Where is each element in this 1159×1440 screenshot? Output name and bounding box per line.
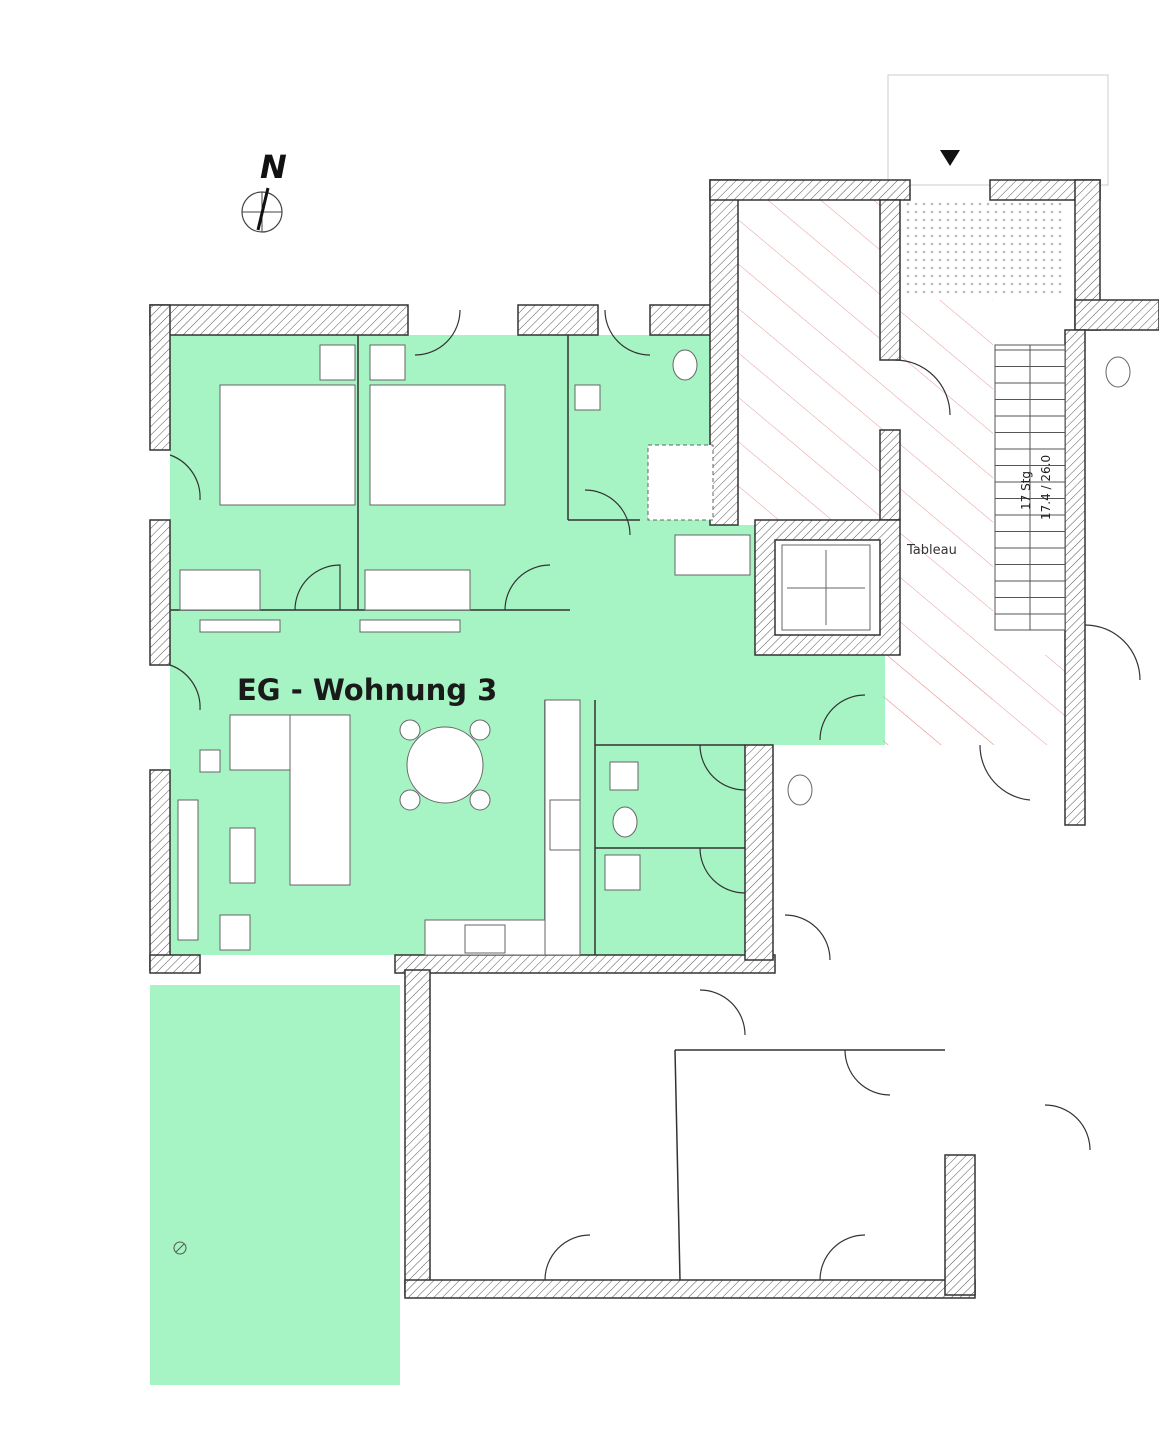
stair-steps-label: 17 Stg [1019,471,1033,510]
garden-area [150,985,400,1385]
toilet [672,349,698,381]
elevator [781,544,871,631]
stair-dims-label: 17.4 / 26.0 [1039,455,1053,520]
furniture [177,344,1131,956]
unit-label: EG - Wohnung 3 [237,673,497,707]
entrance-mat [905,200,1065,295]
north-arrow-icon [241,187,283,233]
tableau-label: Tableau [906,543,957,558]
tree-marker [173,1241,187,1255]
north-label: N [260,148,287,186]
entrance-arrow-icon [940,150,960,166]
dining-table [406,726,484,804]
stove [464,924,506,954]
staircase [994,344,1066,631]
bed-2 [369,384,506,506]
doors [169,309,1141,1281]
bed-1 [219,384,356,506]
stairwell-lobby [738,74,1109,745]
